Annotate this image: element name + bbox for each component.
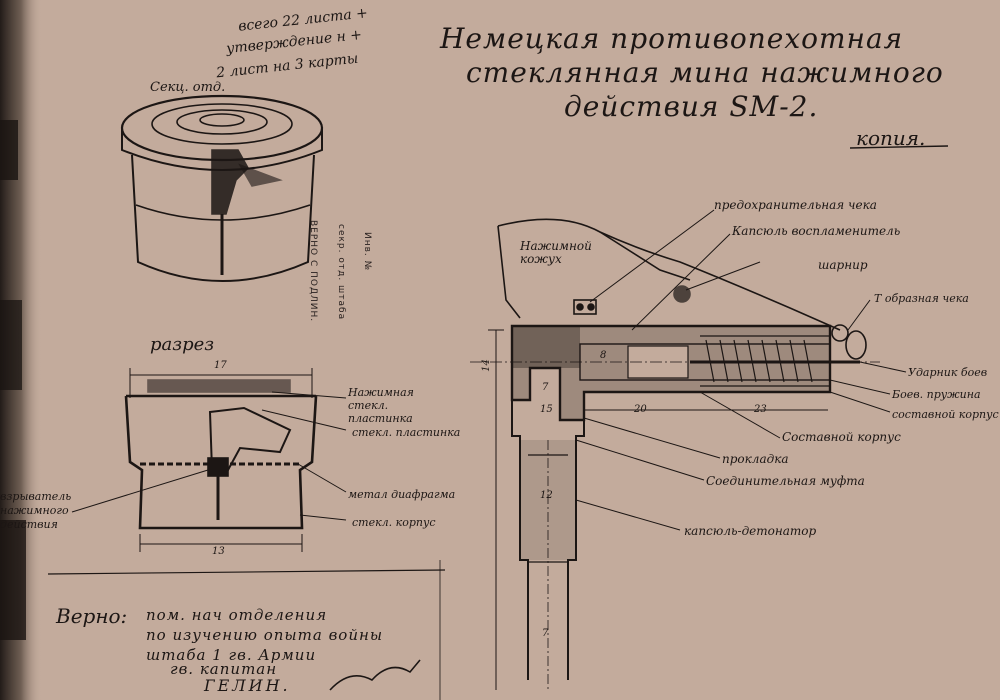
footer-line-1: пом. нач отделения [146, 606, 328, 624]
label-glass-plate: стекл. пластинка [352, 426, 461, 439]
dim-7-bottom: 7 [542, 628, 549, 639]
label-coupling-sleeve: Соединительная муфта [706, 474, 865, 488]
section-caption: разрез [150, 334, 215, 355]
archive-stamp-line-3: Инв. № [362, 232, 372, 272]
footer-line-2: по изучению опыта войны [146, 626, 384, 644]
label-hinge: шарнир [818, 258, 868, 272]
dim-15: 15 [540, 404, 553, 415]
label-metal-diaphragm: метал диафрагма [348, 488, 456, 501]
label-pressure-cover: Нажимной кожух [520, 239, 592, 266]
dim-13: 13 [212, 546, 225, 557]
title-line-1: Немецкая противопехотная [440, 22, 904, 55]
dim-7-top: 7 [542, 382, 549, 393]
mine-cross-section [71, 368, 347, 552]
dim-12: 12 [540, 490, 553, 501]
label-striker: Ударник боев [908, 366, 988, 379]
fuse-cross-section [470, 209, 907, 690]
footer-line-3: штаба 1 гв. Армии [146, 646, 317, 664]
label-primer-igniter: Капсюль воспламенитель [732, 224, 901, 238]
label-gasket: прокладка [722, 452, 789, 466]
dim-20: 20 [634, 404, 647, 415]
label-glass-body: стекл. корпус [352, 516, 436, 529]
archive-stamp-line-2: секр. отд. штаба [336, 224, 346, 321]
dim-23: 23 [754, 404, 767, 415]
note-line-4: Секц. отд. [150, 80, 226, 95]
label-composite-body: Составной корпус [782, 430, 901, 444]
dim-17: 17 [214, 360, 227, 371]
title-line-3: действия SM-2. [564, 90, 819, 123]
divider-line [47, 569, 446, 575]
label-pressure-glass-plate: Нажимная стекл. пластинка [348, 386, 414, 425]
dim-8: 8 [600, 350, 607, 361]
label-composite-body-right: составной корпус [892, 408, 999, 421]
label-firing-spring: Боев. пружина [892, 388, 981, 401]
dim-14: 14 [480, 359, 492, 372]
footer-line-4: гв. капитан [170, 660, 278, 678]
copy-mark: копия. [856, 126, 926, 150]
mine-perspective-view [120, 94, 324, 282]
title-line-2: стеклянная мина нажимного [466, 56, 944, 89]
footer-verno: Верно: [56, 604, 128, 628]
label-detonator: капсюль-детонатор [684, 524, 817, 538]
footer-name: ГЕЛИН. [204, 676, 291, 695]
label-t-pin: Т образная чека [874, 292, 969, 305]
label-safety-pin: предохранительная чека [714, 198, 877, 212]
label-pressure-fuse: взрыватель нажимного действия [0, 490, 72, 531]
archive-stamp-line-1: ВЕРНО С ПОДЛИН. [308, 220, 318, 323]
